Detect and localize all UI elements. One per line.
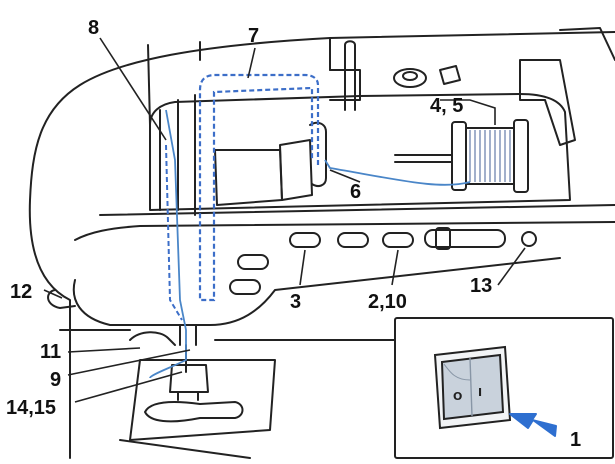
presser-foot <box>169 364 209 401</box>
take-up-lever-housing <box>159 94 196 216</box>
thread-line <box>149 109 471 379</box>
callout-12: 12 <box>10 281 32 303</box>
inner-panel-box <box>214 149 283 206</box>
button-left-2[interactable] <box>229 279 261 295</box>
thread-path-dashed-left <box>165 144 183 321</box>
callout-6: 6 <box>350 181 361 203</box>
switch-off-symbol: O <box>453 390 462 403</box>
upper-tension-block <box>279 139 313 201</box>
right-housing <box>519 59 576 146</box>
callout-3: 3 <box>290 291 301 313</box>
bobbin-winder-icon[interactable] <box>393 68 427 88</box>
housing-back-edge <box>559 27 615 61</box>
panel-lower-edge <box>74 204 615 241</box>
power-switch-inset: I O <box>394 317 614 459</box>
bobbin-winder-inner <box>402 71 418 81</box>
head-lower-outline <box>72 257 561 326</box>
callout-7: 7 <box>248 25 259 47</box>
callout-1: 1 <box>570 429 581 451</box>
button-thread-cutter[interactable] <box>521 231 537 247</box>
button-left-1[interactable] <box>237 254 269 270</box>
callout-11: 11 <box>40 341 61 363</box>
bobbin-winder-stopper[interactable] <box>439 65 461 85</box>
push-arrow-icon <box>509 413 557 437</box>
button-reverse[interactable] <box>337 232 369 248</box>
spool-pin <box>394 154 456 163</box>
needle-threader-lever[interactable] <box>129 331 176 346</box>
machine-body-outline <box>28 31 615 459</box>
thread-guide-top <box>329 69 361 101</box>
needle-plate <box>129 359 276 441</box>
callout-leaders <box>43 37 526 403</box>
speed-slider-knob[interactable] <box>435 227 451 250</box>
callout-9: 9 <box>50 369 61 391</box>
callout-8: 8 <box>88 17 99 39</box>
callout-14-15: 14,15 <box>6 397 56 419</box>
callout-4-5: 4, 5 <box>430 95 463 117</box>
bed-front-edge <box>59 329 396 459</box>
spool-icon <box>451 119 529 193</box>
machine-top-edge <box>147 37 331 126</box>
speed-slider[interactable] <box>424 229 506 248</box>
switch-on-symbol: I <box>478 386 482 399</box>
thread-path-dashed <box>198 73 320 302</box>
button-start-stop[interactable] <box>289 232 321 248</box>
callout-13: 13 <box>470 275 492 297</box>
feed-dog-slot <box>144 401 244 423</box>
button-needle-position[interactable] <box>382 232 414 248</box>
presser-lever[interactable] <box>47 289 76 309</box>
power-switch-icon[interactable] <box>440 353 505 421</box>
callout-2-10: 2,10 <box>368 291 407 313</box>
